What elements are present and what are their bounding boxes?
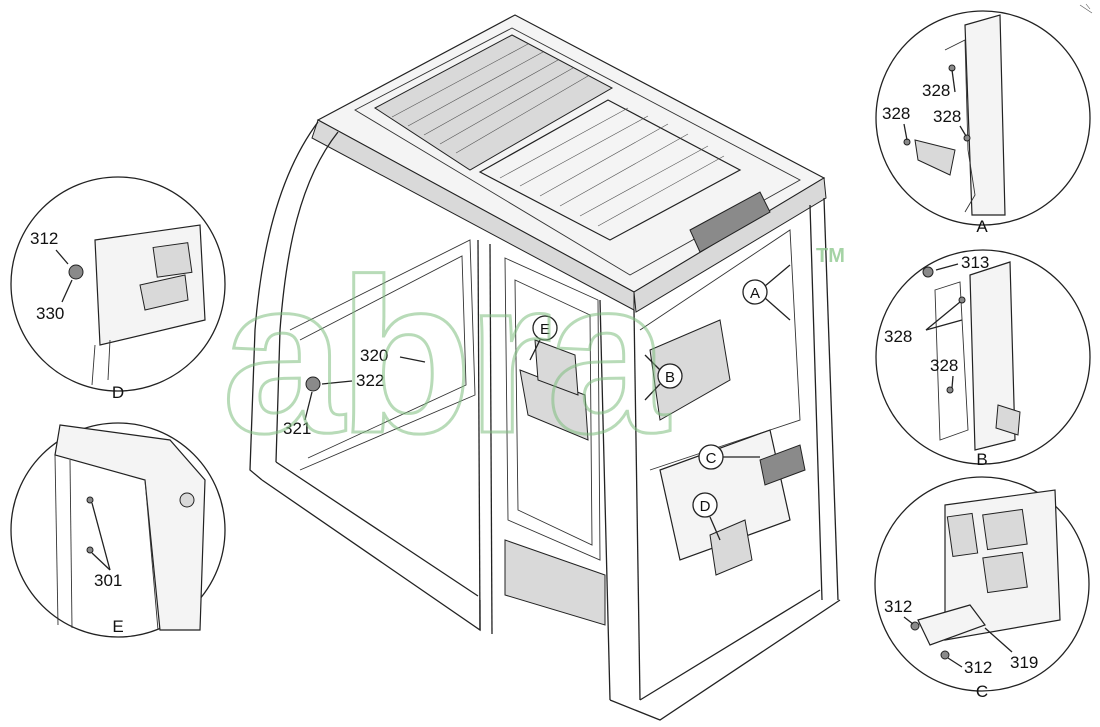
svg-text:313: 313: [961, 253, 989, 272]
svg-text:312: 312: [964, 658, 992, 677]
callout-b: B: [644, 354, 683, 401]
svg-text:328: 328: [922, 81, 950, 100]
part-320: 320: [360, 346, 426, 365]
detail-view-e: 301 E: [10, 422, 226, 638]
svg-text:abra: abra: [222, 233, 670, 479]
detail-view-d: 312 330 D: [10, 176, 226, 402]
svg-text:TM: TM: [816, 245, 845, 267]
callout-a: A: [742, 264, 791, 321]
svg-text:312: 312: [884, 597, 912, 616]
svg-text:A: A: [976, 217, 988, 236]
svg-text:320: 320: [360, 346, 388, 365]
part-322: 322: [321, 371, 384, 390]
callout-d: D: [692, 492, 721, 541]
svg-text:D: D: [112, 383, 124, 402]
svg-text:328: 328: [882, 104, 910, 123]
svg-text:C: C: [976, 682, 988, 701]
watermark: abra TM: [221, 232, 845, 481]
detail-view-b: 313 328 328 B: [875, 249, 1091, 469]
corner-mark-icon: [1079, 3, 1093, 14]
svg-text:A: A: [750, 285, 760, 302]
detail-view-a: 328 328 328 A: [875, 10, 1091, 236]
svg-text:301: 301: [94, 571, 122, 590]
detail-view-c: 312 312 319 C: [874, 476, 1090, 701]
svg-text:328: 328: [884, 327, 912, 346]
cab-assembly-drawing: A E B C D 320: [249, 14, 841, 721]
svg-text:C: C: [706, 450, 717, 467]
svg-text:319: 319: [1010, 653, 1038, 672]
callout-c: C: [698, 444, 760, 470]
svg-text:312: 312: [30, 229, 58, 248]
svg-text:B: B: [665, 369, 675, 386]
part-321: 321: [283, 391, 313, 438]
svg-text:E: E: [540, 321, 550, 338]
svg-text:322: 322: [356, 371, 384, 390]
svg-text:D: D: [700, 498, 711, 515]
svg-text:328: 328: [933, 107, 961, 126]
svg-text:321: 321: [283, 419, 311, 438]
svg-text:328: 328: [930, 356, 958, 375]
callout-e: E: [529, 315, 558, 361]
svg-text:330: 330: [36, 304, 64, 323]
svg-text:B: B: [976, 450, 987, 469]
svg-text:E: E: [112, 617, 123, 636]
